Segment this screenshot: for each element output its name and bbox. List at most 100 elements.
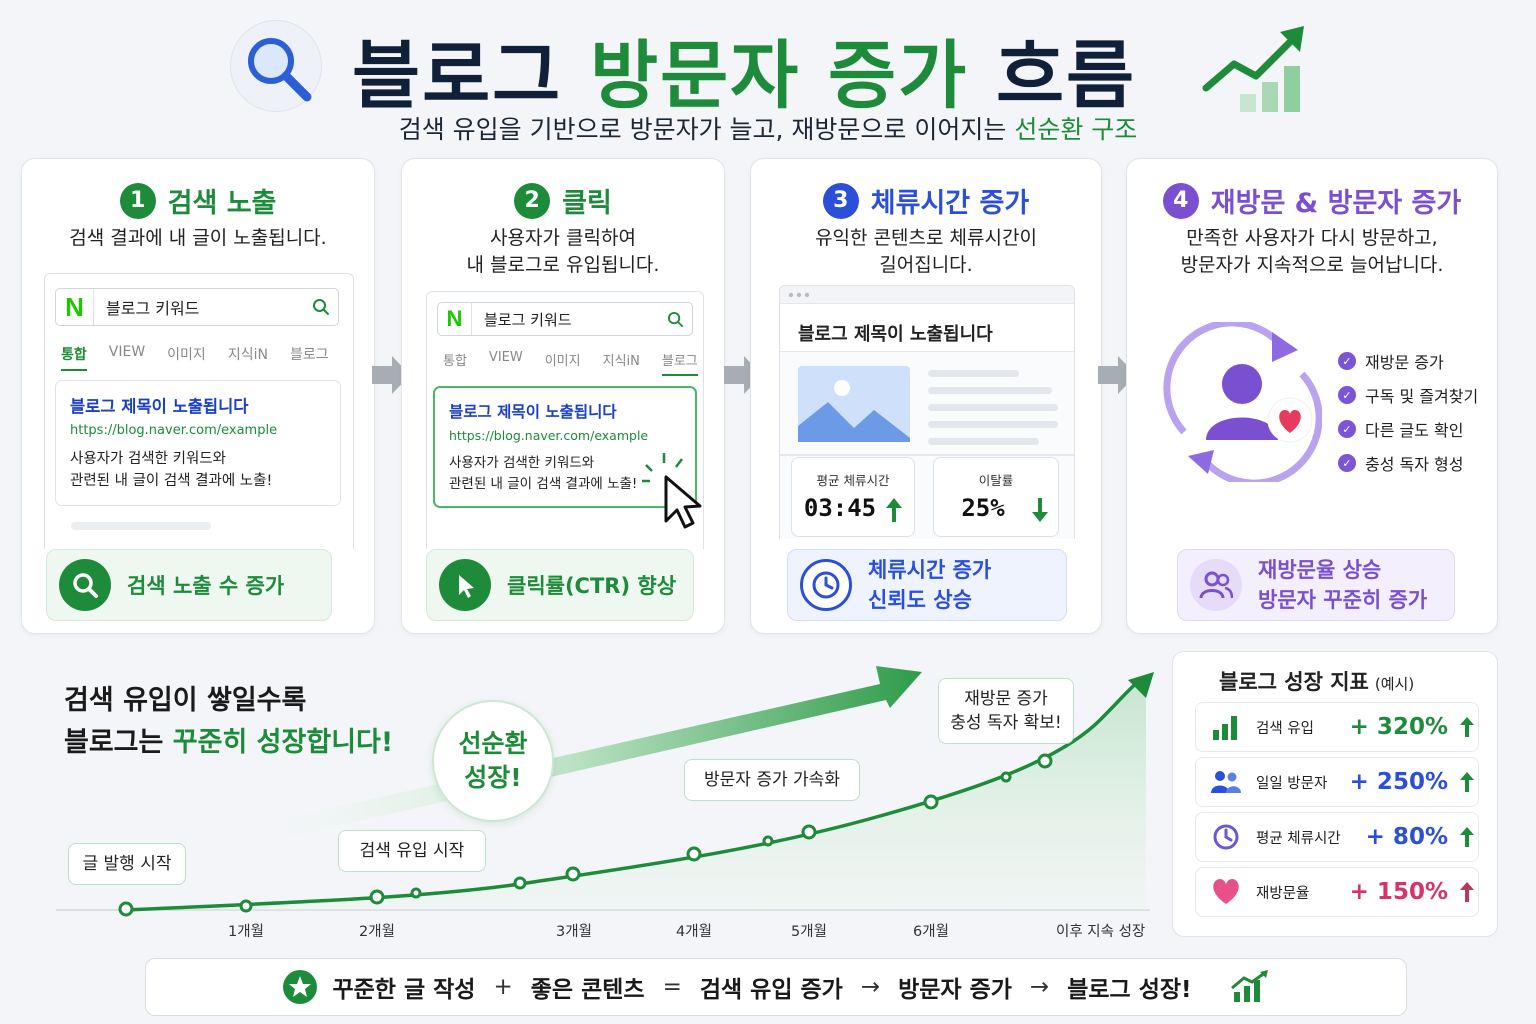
metric-label: 평균 체류시간 [1256,830,1341,847]
arrow-up-icon [1460,772,1474,792]
search-result-mockup: N 블로그 키워드 통합 VIEW 이미지 지식iN 블로그 블로그 제목이 노… [426,291,704,549]
avg-dwell-time-stat: 평균 체류시간 03:45 [791,457,915,537]
arrow-up-icon [886,498,902,522]
tab-view[interactable]: VIEW [108,344,146,360]
browser-bar [780,286,1074,304]
x-axis-label: 4개월 [676,924,712,940]
step-heading: 1 검색 노출 [22,181,374,220]
bounce-rate-stat: 이탈률 25% [933,457,1059,537]
callout-search-start: 검색 유입 시작 [338,830,486,872]
step-number: 2 [514,182,551,219]
step-title: 검색 노출 [167,188,277,219]
cursor-click-icon [642,453,702,529]
formula-term: 검색 유입 증가 [699,977,843,1003]
stat-label: 이탈률 [978,473,1014,488]
growth-headline: 검색 유입이 쌓일수록 블로그는 꾸준히 성장합니다! [64,685,394,758]
step-description: 유익한 콘텐츠로 체류시간이 길어집니다. [815,227,1037,276]
step-number: 4 [1162,182,1199,219]
page-title: 블로그 방문자 증가 흐름 [352,33,1137,119]
header: 블로그 방문자 증가 흐름 [0,8,1536,119]
search-result-item[interactable]: 블로그 제목이 노출됩니다 https://blog.naver.com/exa… [55,380,341,506]
step-description: 사용자가 클릭하여 내 블로그로 유입됩니다. [466,227,660,276]
arrow-up-icon [1460,827,1474,847]
list-item: ✓다른 글도 확인 [1338,412,1478,446]
x-axis-label: 이후 지속 성장 [1056,924,1146,940]
check-icon: ✓ [1338,420,1356,438]
search-query: 블로그 키워드 [484,310,572,329]
step-result-label-1: 체류시간 증가 [868,558,992,582]
growth-area [126,676,1146,910]
search-result-item-highlighted[interactable]: 블로그 제목이 노출됩니다 https://blog.naver.com/exa… [433,386,697,508]
metric-label: 검색 유입 [1256,720,1314,737]
step-heading: 2 클릭 [402,181,724,220]
tab-blog[interactable]: 블로그 [661,350,698,376]
formula-operator: → [860,974,881,1000]
heart-icon [1196,879,1256,905]
check-icon: ✓ [1338,386,1356,404]
tab-all[interactable]: 통합 [443,354,467,369]
search-icon[interactable] [658,311,692,328]
step-title: 재방문 & 방문자 증가 [1210,188,1462,219]
growth-formula-bar: 꾸준한 글 작성 + 좋은 콘텐츠 = 검색 유입 증가 → 방문자 증가 → … [145,958,1407,1016]
tab-images[interactable]: 이미지 [167,347,206,363]
step-card-search-exposure: 1 검색 노출 검색 결과에 내 글이 노출됩니다. N 블로그 키워드 통합 … [21,158,375,634]
users-icon [1196,769,1256,795]
formula-term: 방문자 증가 [898,977,1012,1003]
metric-value: + 250% [1349,769,1448,795]
growth-chart-icon [1200,24,1310,118]
tab-kin[interactable]: 지식iN [602,354,640,369]
search-result-mockup: N 블로그 키워드 통합 VIEW 이미지 지식iN 블로그 블로그 제목이 노… [44,273,354,549]
tab-images[interactable]: 이미지 [544,354,581,369]
revisit-checklist: ✓재방문 증가 ✓구독 및 즐겨찾기 ✓다른 글도 확인 ✓충성 독자 형성 [1338,344,1478,480]
step-result-label-2: 방문자 꾸준히 증가 [1258,588,1428,612]
search-input[interactable]: N 블로그 키워드 [437,302,693,336]
growth-metrics-panel: 블로그 성장 지표(예시) 검색 유입 + 320% 일일 방문자 + 250%… [1172,651,1498,937]
metric-row: 검색 유입 + 320% [1195,702,1479,752]
metric-value: + 320% [1349,714,1448,740]
image-placeholder-icon [798,366,910,442]
search-query: 블로그 키워드 [106,299,200,318]
tab-all[interactable]: 통합 [61,344,87,371]
x-axis-label: 5개월 [791,924,827,940]
step-heading: 3 체류시간 증가 [751,181,1101,220]
revisit-cycle-icon [1163,322,1322,482]
step-result-label: 클릭률(CTR) 향상 [507,574,677,598]
step-card-click: 2 클릭 사용자가 클릭하여 내 블로그로 유입됩니다. N 블로그 키워드 통… [401,158,725,634]
metric-row: 재방문율 + 150% [1195,867,1479,917]
growth-line-arrowhead [1128,672,1154,698]
stat-value: 03:45 [803,494,877,522]
step-heading: 4 재방문 & 방문자 증가 [1127,181,1497,220]
arrow-up-icon [1460,717,1474,737]
step-description: 검색 결과에 내 글이 노출됩니다. [69,227,327,249]
search-icon[interactable] [304,298,338,316]
star-icon [283,970,318,1004]
tab-view[interactable]: VIEW [488,350,523,365]
x-axis-label: 6개월 [913,924,949,940]
result-title[interactable]: 블로그 제목이 노출됩니다 [70,397,249,416]
search-input[interactable]: N 블로그 키워드 [55,288,339,326]
step-title: 체류시간 증가 [870,188,1030,219]
metrics-title: 블로그 성장 지표(예시) [1219,670,1415,694]
step-title: 클릭 [562,188,612,219]
x-axis-label: 3개월 [556,924,592,940]
metric-label: 일일 방문자 [1256,775,1328,792]
placeholder-line [71,522,211,530]
metric-row: 일일 방문자 + 250% [1195,757,1479,807]
x-axis-label: 1개월 [228,924,264,940]
tab-blog[interactable]: 블로그 [289,347,329,363]
virtuous-cycle-badge: 선순환 성장! [432,700,554,822]
naver-logo: N [56,289,94,325]
x-axis-label: 2개월 [359,924,395,940]
list-item: ✓충성 독자 형성 [1338,446,1478,480]
step-result-badge: 검색 노출 수 증가 [46,549,332,621]
search-tabs: 통합 VIEW 이미지 지식iN 블로그 [61,344,351,371]
growth-curve [56,666,1154,917]
stat-label: 평균 체류시간 [816,473,890,488]
clock-icon [1196,823,1256,851]
step-number: 3 [822,182,859,219]
formula-term: 블로그 성장! [1067,977,1192,1003]
tab-kin[interactable]: 지식iN [227,347,268,363]
result-title[interactable]: 블로그 제목이 노출됩니다 [449,403,617,421]
